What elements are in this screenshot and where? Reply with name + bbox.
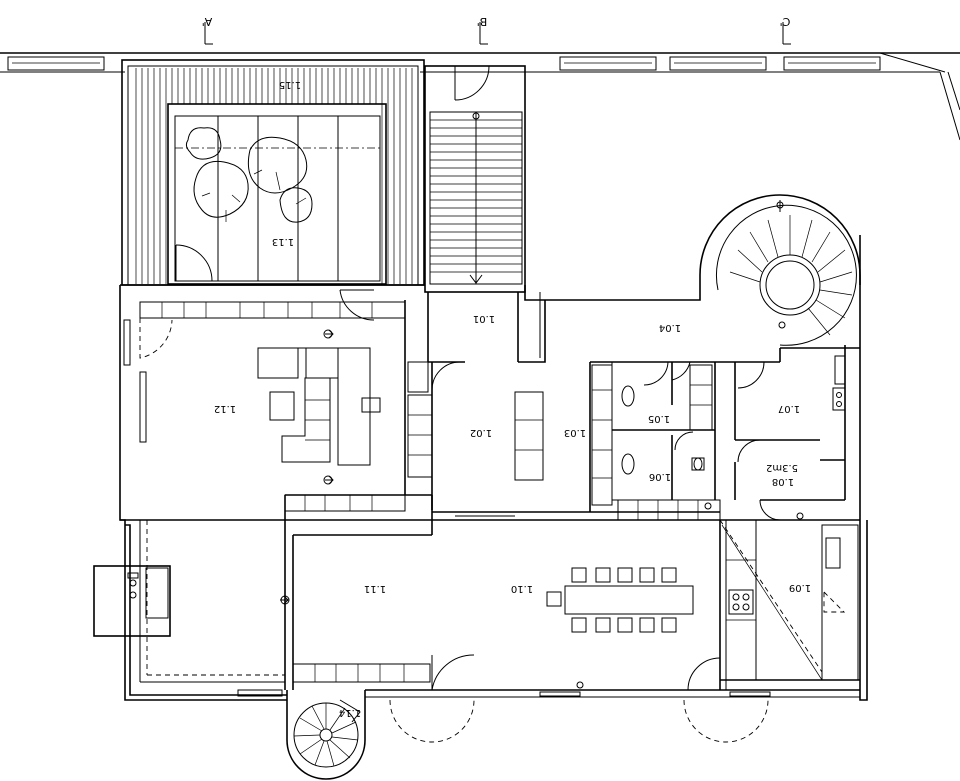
interior-walls [120,284,860,690]
room-label-1-03: 1.03 [564,427,586,438]
room-label-1-04: 1.04 [659,322,681,333]
room-label-1-08-area: 5.3m2 [766,462,798,473]
room-label-1-08: 1.08 [772,476,794,487]
tree-icon [279,187,313,223]
room-label-1-09: 1.09 [789,582,811,593]
room-label-1-14: 1.14 [339,707,361,718]
axis-label-c: C' [780,15,791,28]
room-label-1-10: 1.10 [511,583,533,594]
spiral-staircase-lower [286,690,366,780]
axis-label-a: A' [202,15,213,28]
room-label-1-13: 1.13 [272,236,294,247]
room-label-1-15: 1.15 [279,79,301,90]
outer-walls [119,235,868,701]
spiral-staircase-upper [699,194,861,346]
axis-marker-b: B' [477,15,488,45]
room-label-1-06: 1.06 [649,471,671,482]
top-facade [0,52,960,141]
room-label-1-11: 1.11 [364,583,386,594]
storage-units [139,301,859,683]
room-label-1-02: 1.02 [470,427,492,438]
courtyard [121,59,425,286]
room-label-1-05: 1.05 [648,413,670,424]
doors [123,289,804,743]
main-staircase [424,65,526,293]
room-labels: 1.01 1.02 1.03 1.04 1.05 1.06 1.07 1.08 … [214,79,811,718]
room-label-1-12: 1.12 [214,403,236,414]
axis-label-b: B' [477,15,488,28]
axis-marker-a: A' [202,15,213,45]
axis-marker-c: C' [780,15,791,45]
axis-markers: A' B' C' [202,15,791,45]
room-label-1-01: 1.01 [473,313,495,324]
furniture [93,347,846,637]
tree-icon [185,127,249,222]
tree-icon [247,136,308,194]
room-label-1-07: 1.07 [778,403,800,414]
